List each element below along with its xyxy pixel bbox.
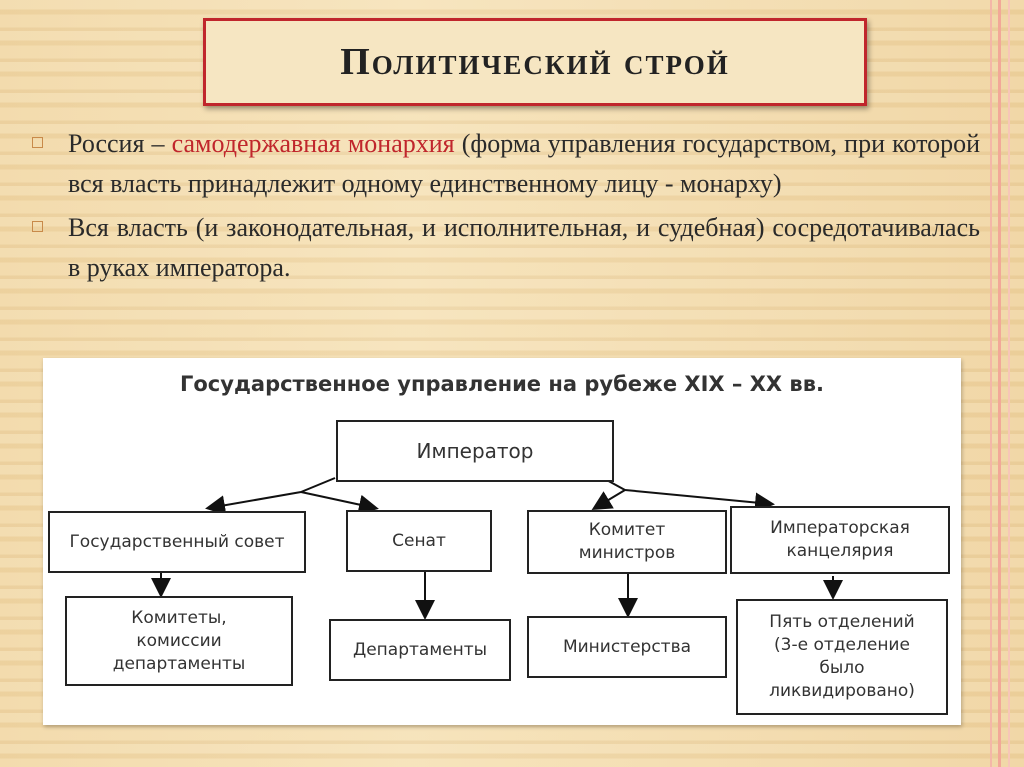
arrow-to-committee-ministers <box>591 489 626 511</box>
node-committee-ministers: Комитет министров <box>527 510 727 574</box>
arrow-to-chancellery <box>624 489 775 513</box>
node-five-departments-label: Пять отделений (3-е отделение было ликви… <box>769 612 915 701</box>
diagram-title: Государственное управление на рубеже XIX… <box>180 372 824 396</box>
square-bullet-icon <box>32 137 43 148</box>
node-ministries-label: Министерства <box>562 636 692 657</box>
arrow-to-senate <box>300 491 379 515</box>
node-committees-commissions: Комитеты, комиссии департаменты <box>65 596 293 686</box>
bullet-1-text-end: (форма управления государством, при кото… <box>68 129 980 198</box>
node-senate-label: Сенат <box>392 530 446 551</box>
bullet-1-highlight: самодержавная монархия <box>171 129 455 158</box>
bullet-1-text-start: Россия – <box>68 129 172 158</box>
diagram-connectors <box>151 477 843 620</box>
node-ministries: Министерства <box>527 616 727 678</box>
arrow-to-state-council <box>205 491 302 516</box>
node-committees-commissions-label: Комитеты, комиссии департаменты <box>112 607 246 674</box>
decorative-stripes <box>982 0 1024 767</box>
slide-title: Политический строй <box>340 41 730 83</box>
bullet-list: Россия – самодержавная монархия (форма у… <box>30 124 980 292</box>
diagram-card: Государственное управление на рубеже XIX… <box>43 358 961 725</box>
node-five-departments: Пять отделений (3-е отделение было ликви… <box>736 599 948 715</box>
bullet-2-text: Вся власть (и законодательная, и исполни… <box>68 213 980 282</box>
node-state-council-label: Государственный совет <box>69 531 285 552</box>
node-departments-label: Департаменты <box>352 639 488 660</box>
node-senate: Сенат <box>346 510 492 572</box>
node-emperor-label: Император <box>416 438 534 463</box>
square-bullet-icon <box>32 221 43 232</box>
node-imperial-chancellery-label: Императорская канцелярия <box>770 518 910 561</box>
node-imperial-chancellery: Императорская канцелярия <box>730 506 950 574</box>
node-departments: Департаменты <box>329 619 511 681</box>
connector-line <box>300 477 336 493</box>
node-state-council: Государственный совет <box>48 511 306 573</box>
node-committee-ministers-label: Комитет министров <box>578 520 676 563</box>
title-frame: Политический строй <box>203 18 867 106</box>
bullet-item-1: Россия – самодержавная монархия (форма у… <box>30 124 980 204</box>
node-emperor: Император <box>336 420 614 482</box>
bullet-item-2: Вся власть (и законодательная, и исполни… <box>30 208 980 288</box>
